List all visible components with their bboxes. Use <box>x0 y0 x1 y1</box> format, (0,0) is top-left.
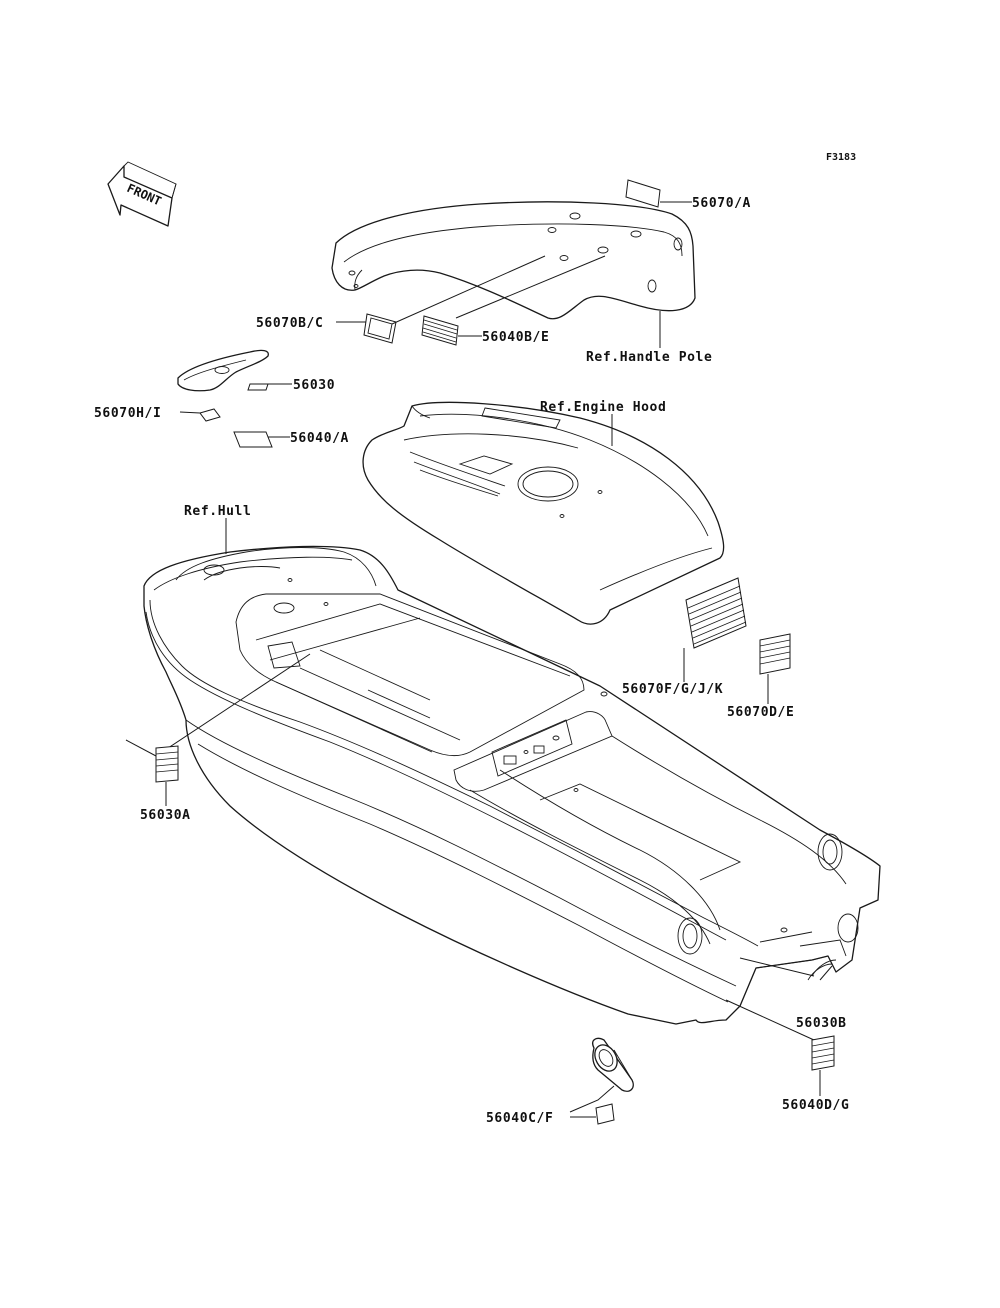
pad-part <box>177 349 269 392</box>
decal-56040-a: 56040/A <box>233 431 349 448</box>
label-56030: 56030 <box>293 378 335 393</box>
label-56070-bc: 56070B/C <box>256 316 323 331</box>
label-56030a: 56030A <box>140 808 191 823</box>
decal-56070-de: 56070D/E <box>727 633 794 720</box>
label-56070-fgjk: 56070F/G/J/K <box>622 682 723 697</box>
handle-pole-cover <box>331 201 696 320</box>
decal-56030b: 56030B <box>725 957 847 1041</box>
decal-56040-dg: 56040D/G <box>782 1035 849 1113</box>
hull <box>143 545 881 1025</box>
label-56030b: 56030B <box>796 1016 847 1031</box>
label-ref-handle-pole: Ref.Handle Pole <box>586 350 712 365</box>
cap-part <box>592 1037 634 1092</box>
decal-56030: 56030 <box>247 378 335 393</box>
label-56070-a: 56070/A <box>692 196 751 211</box>
decal-56070-hi: 56070H/I <box>94 406 221 422</box>
label-56070-hi: 56070H/I <box>94 406 161 421</box>
label-56040-dg: 56040D/G <box>782 1098 849 1113</box>
label-ref-engine-hood: Ref.Engine Hood <box>540 400 666 415</box>
decal-56040-cf: 56040C/F <box>486 1085 615 1126</box>
label-56070-de: 56070D/E <box>727 705 794 720</box>
label-56040-cf: 56040C/F <box>486 1111 553 1126</box>
figure-code: F3183 <box>826 152 856 163</box>
label-56040-a: 56040/A <box>290 431 349 446</box>
decal-56070-bc: 56070B/C <box>256 255 546 344</box>
decal-56070-a: 56070/A <box>625 179 751 211</box>
front-arrow-icon: FRONT <box>107 161 177 227</box>
label-ref-hull: Ref.Hull <box>184 504 251 519</box>
decal-56040-be: 56040B/E <box>421 255 606 346</box>
engine-hood <box>362 401 725 625</box>
label-56040-be: 56040B/E <box>482 330 549 345</box>
decal-56070-fgjk: 56070F/G/J/K <box>622 577 747 697</box>
decal-56030a: 56030A <box>125 653 311 823</box>
